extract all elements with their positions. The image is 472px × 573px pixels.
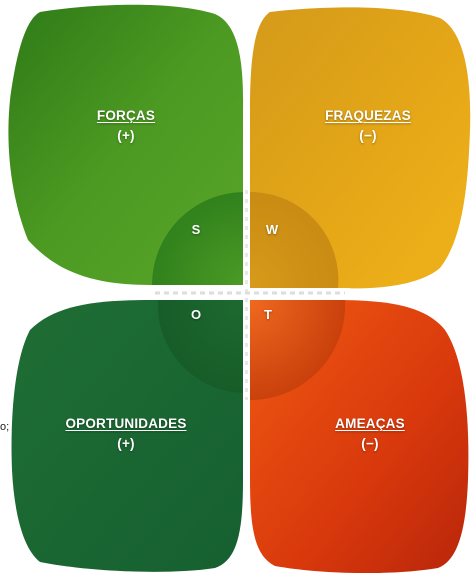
- opportunities-letter: O: [190, 307, 202, 322]
- threats-center: [250, 300, 346, 401]
- strengths-center: [152, 192, 243, 285]
- threats-letter: T: [264, 307, 272, 322]
- opportunities-title: OPORTUNIDADES (+): [26, 414, 226, 454]
- weaknesses-letter: W: [265, 222, 279, 237]
- weaknesses-center: [250, 191, 339, 288]
- strengths-title: FORÇAS (+): [26, 106, 226, 146]
- opportunities-sign: (+): [117, 436, 135, 451]
- threats-title: AMEAÇAS (−): [270, 414, 470, 454]
- stray-text: o;: [0, 421, 10, 433]
- strengths-letter: S: [191, 222, 201, 237]
- strengths-sign: (+): [117, 128, 135, 143]
- weaknesses-title: FRAQUEZAS (−): [268, 106, 468, 146]
- strengths-title-text: FORÇAS: [96, 108, 156, 123]
- opportunities-center: [157, 300, 243, 393]
- threats-sign: (−): [361, 436, 379, 451]
- weaknesses-sign: (−): [359, 128, 377, 143]
- threats-title-text: AMEAÇAS: [335, 416, 405, 431]
- weaknesses-title-text: FRAQUEZAS: [325, 108, 411, 123]
- opportunities-title-text: OPORTUNIDADES: [65, 416, 187, 431]
